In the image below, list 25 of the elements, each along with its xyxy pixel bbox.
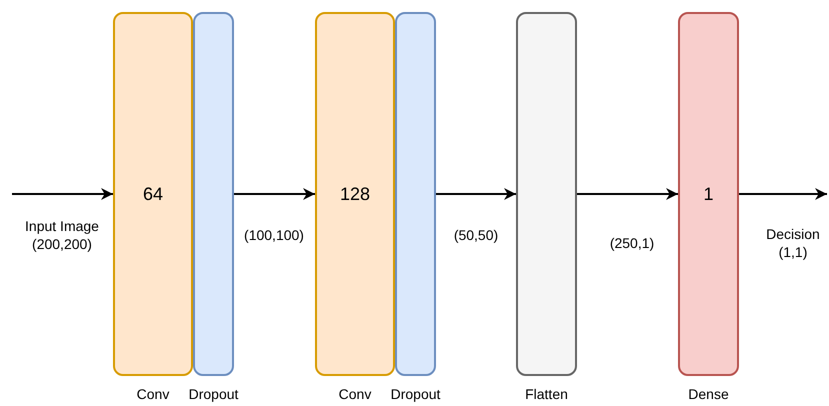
- edge-label: (250,1): [608, 234, 656, 252]
- layer-size: 128: [340, 184, 370, 204]
- layer-box: [516, 12, 577, 376]
- layer-name: Dropout: [390, 386, 440, 402]
- layer-box: [193, 12, 234, 376]
- edge-label: (50,50): [452, 226, 500, 244]
- layer-name: Dropout: [188, 386, 238, 402]
- layer-name: Dense: [688, 386, 729, 402]
- edge-label: Input Image (200,200): [24, 217, 100, 253]
- layer-box: [678, 12, 739, 376]
- layer-box: [113, 12, 193, 376]
- edge-label: (100,100): [243, 226, 305, 244]
- arrow: [739, 188, 827, 200]
- layer-size: 1: [703, 184, 714, 204]
- layer-name: Conv: [136, 386, 170, 402]
- edge-label: Decision (1,1): [765, 225, 821, 261]
- layer-name: Flatten: [525, 386, 568, 402]
- layer-box: [315, 12, 395, 376]
- arrow: [577, 188, 678, 200]
- arrow: [12, 188, 113, 200]
- layer-name: Conv: [338, 386, 372, 402]
- layer-box: [395, 12, 436, 376]
- arrow: [234, 188, 315, 200]
- layer-size: 64: [142, 184, 164, 204]
- arrow: [436, 188, 516, 200]
